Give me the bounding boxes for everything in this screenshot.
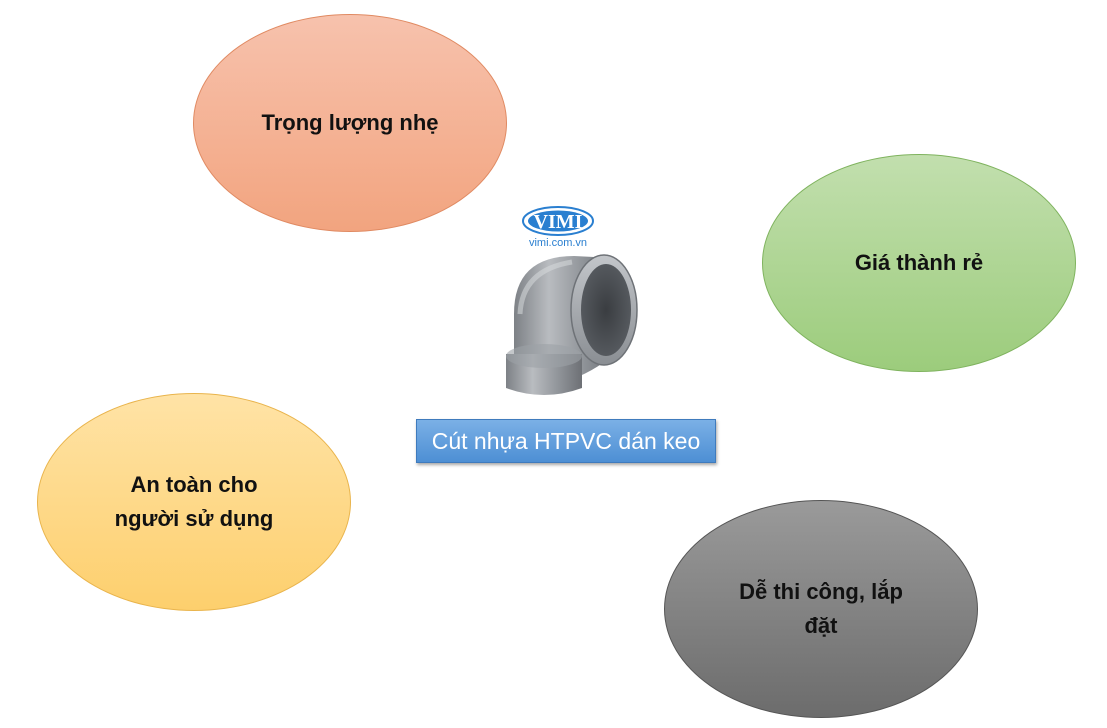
elbow-shape: [506, 254, 638, 395]
feature-text-easy-install: Dễ thi công, lắp đặt: [739, 575, 903, 643]
feature-text-light-weight: Trọng lượng nhẹ: [262, 106, 439, 140]
feature-text-safe: An toàn cho người sử dụng: [115, 468, 274, 536]
feature-text-low-price: Giá thành rẻ: [855, 246, 983, 280]
feature-line: Trọng lượng nhẹ: [261, 110, 439, 135]
feature-line: đặt: [804, 613, 838, 638]
feature-bubble-easy-install: Dễ thi công, lắp đặt: [664, 500, 978, 718]
product-label-text: Cút nhựa HTPVC dán keo: [431, 427, 701, 454]
feature-bubble-low-price: Giá thành rẻ: [762, 154, 1076, 372]
feature-line: Dễ thi công, lắp: [739, 579, 903, 604]
logo-text: VIMI: [534, 211, 583, 233]
vimi-logo: VIMI vimi.com.vn: [522, 206, 594, 249]
feature-line: người sử dụng: [114, 506, 274, 531]
feature-bubble-safe: An toàn cho người sử dụng: [37, 393, 351, 611]
pvc-elbow-image: VIMI vimi.com.vn: [506, 206, 638, 395]
feature-line: Giá thành rẻ: [854, 250, 984, 275]
feature-bubble-light-weight: Trọng lượng nhẹ: [193, 14, 507, 232]
product-label: Cút nhựa HTPVC dán keo: [416, 419, 716, 463]
feature-line: An toàn cho: [130, 472, 258, 497]
logo-url: vimi.com.vn: [529, 237, 587, 249]
